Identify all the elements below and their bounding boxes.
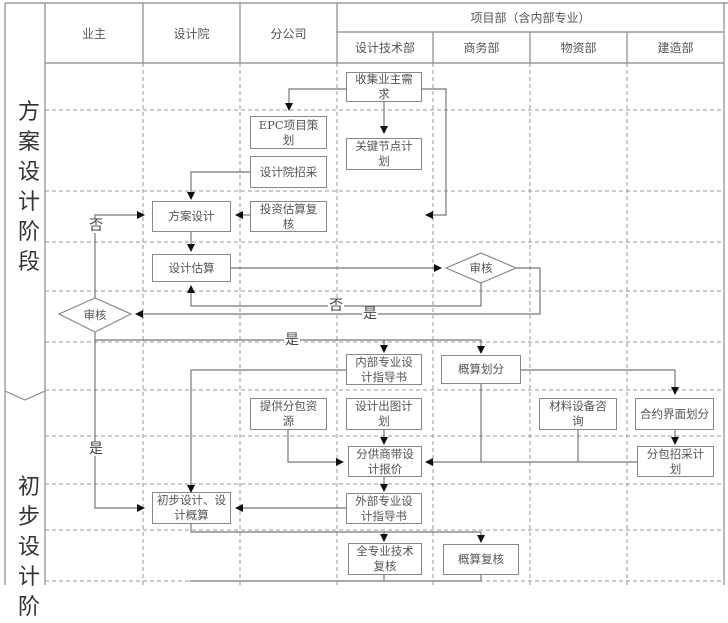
lane-header-construction: 建造部 bbox=[657, 41, 694, 55]
node-investment-estimate-review[interactable]: 投资估算复核 bbox=[250, 201, 327, 232]
lane-header-owner: 业主 bbox=[81, 26, 106, 41]
node-subcontract-procurement-plan[interactable]: 分包招采计划 bbox=[637, 446, 714, 477]
lane-header-design-institute: 设计院 bbox=[173, 26, 210, 41]
edge-ownerreview-yes-to-budgetdiv bbox=[384, 339, 485, 354]
node-material-equipment-consult[interactable]: 材料设备咨询 bbox=[539, 398, 617, 430]
stage-char: 计 bbox=[17, 190, 40, 215]
stage-char: 方 bbox=[17, 100, 40, 125]
edge-bottom-return bbox=[190, 575, 482, 582]
node-internal-design-guide[interactable]: 内部专业设计指导书 bbox=[346, 354, 422, 385]
edge-subres-to-quote bbox=[287, 430, 344, 466]
lane-group-header-project-dept: 项目部（含内部专业） bbox=[470, 11, 591, 25]
edge-label-no: 否 bbox=[88, 218, 104, 234]
node-external-design-guide[interactable]: 外部专业设计指导书 bbox=[346, 493, 422, 524]
edge-prelim-to-budgetreview bbox=[384, 531, 485, 543]
node-epc-planning[interactable]: EPC项目策划 bbox=[250, 116, 327, 149]
lane-header-design-tech: 设计技术部 bbox=[354, 41, 415, 55]
node-provide-subcontract-resources[interactable]: 提供分包资源 bbox=[250, 398, 327, 430]
review-diamond-owner bbox=[57, 297, 133, 333]
node-contract-interface-division[interactable]: 合约界面划分 bbox=[635, 398, 714, 430]
edge-ownerreview-yes-to-guide bbox=[94, 332, 388, 353]
grid-frame bbox=[4, 2, 728, 585]
review-diamond-business bbox=[444, 252, 518, 284]
stage-char: 初 bbox=[17, 475, 40, 500]
grid-dashed bbox=[45, 63, 724, 585]
stage-char: 计 bbox=[17, 565, 40, 590]
stage-char: 案 bbox=[17, 130, 40, 155]
lane-header-materials: 物资部 bbox=[560, 41, 597, 55]
edge-guide-to-prelim bbox=[187, 369, 346, 493]
node-collect-requirements[interactable]: 收集业主需求 bbox=[346, 72, 422, 102]
edge-label-no: 否 bbox=[328, 298, 344, 314]
node-scheme-design[interactable]: 方案设计 bbox=[152, 201, 231, 232]
stage-char: 设 bbox=[17, 535, 40, 560]
node-design-institute-procurement[interactable]: 设计院招采 bbox=[250, 156, 327, 188]
stage-char: 设 bbox=[17, 160, 40, 185]
edge-budgetdiv-to-contract bbox=[521, 369, 679, 395]
stage-char: 步 bbox=[17, 505, 40, 530]
stage-label-scheme-design: 方 案 设 计 阶 段 bbox=[14, 98, 44, 278]
stage-char: 阶 bbox=[17, 595, 40, 620]
edge-label-yes: 是 bbox=[362, 306, 378, 322]
edge-ownerreview-yes-to-prelim bbox=[94, 340, 145, 512]
edge-ownerreview-no-to-scheme bbox=[94, 211, 145, 298]
node-subcontractor-design-quote[interactable]: 分供商带设计报价 bbox=[348, 446, 422, 477]
node-key-milestone-plan[interactable]: 关键节点计划 bbox=[346, 138, 422, 170]
node-budget-review[interactable]: 概算复核 bbox=[443, 544, 519, 575]
stage-label-preliminary-design: 初 步 设 计 阶 bbox=[14, 473, 44, 623]
stage-char: 阶 bbox=[17, 220, 40, 245]
node-budget-division[interactable]: 概算划分 bbox=[441, 355, 521, 384]
edge-prelim-to-fullreview bbox=[190, 524, 388, 542]
lane-header-commercial: 商务部 bbox=[463, 41, 500, 55]
edge-label-yes: 是 bbox=[88, 441, 104, 457]
node-review-business[interactable]: 审核 bbox=[469, 261, 493, 275]
edge-procure-to-scheme bbox=[187, 171, 250, 200]
lane-header-branch: 分公司 bbox=[270, 26, 307, 41]
node-full-technical-review[interactable]: 全专业技术复核 bbox=[348, 543, 422, 575]
edge-review-yes-to-ownerreview bbox=[135, 267, 541, 318]
stage-char: 段 bbox=[17, 250, 40, 275]
node-preliminary-design-budget[interactable]: 初步设计、设计概算 bbox=[152, 492, 231, 524]
edge-collect-to-epc bbox=[285, 88, 346, 111]
node-design-drawing-plan[interactable]: 设计出图计划 bbox=[346, 398, 422, 430]
node-design-estimate[interactable]: 设计估算 bbox=[152, 254, 231, 282]
node-review-owner[interactable]: 审核 bbox=[83, 308, 107, 322]
decision-shapes bbox=[57, 252, 518, 333]
connectors bbox=[94, 88, 679, 582]
edge-collect-to-investreview bbox=[421, 88, 447, 219]
edge-label-yes: 是 bbox=[284, 332, 300, 348]
swimlane-diagram bbox=[4, 2, 728, 585]
